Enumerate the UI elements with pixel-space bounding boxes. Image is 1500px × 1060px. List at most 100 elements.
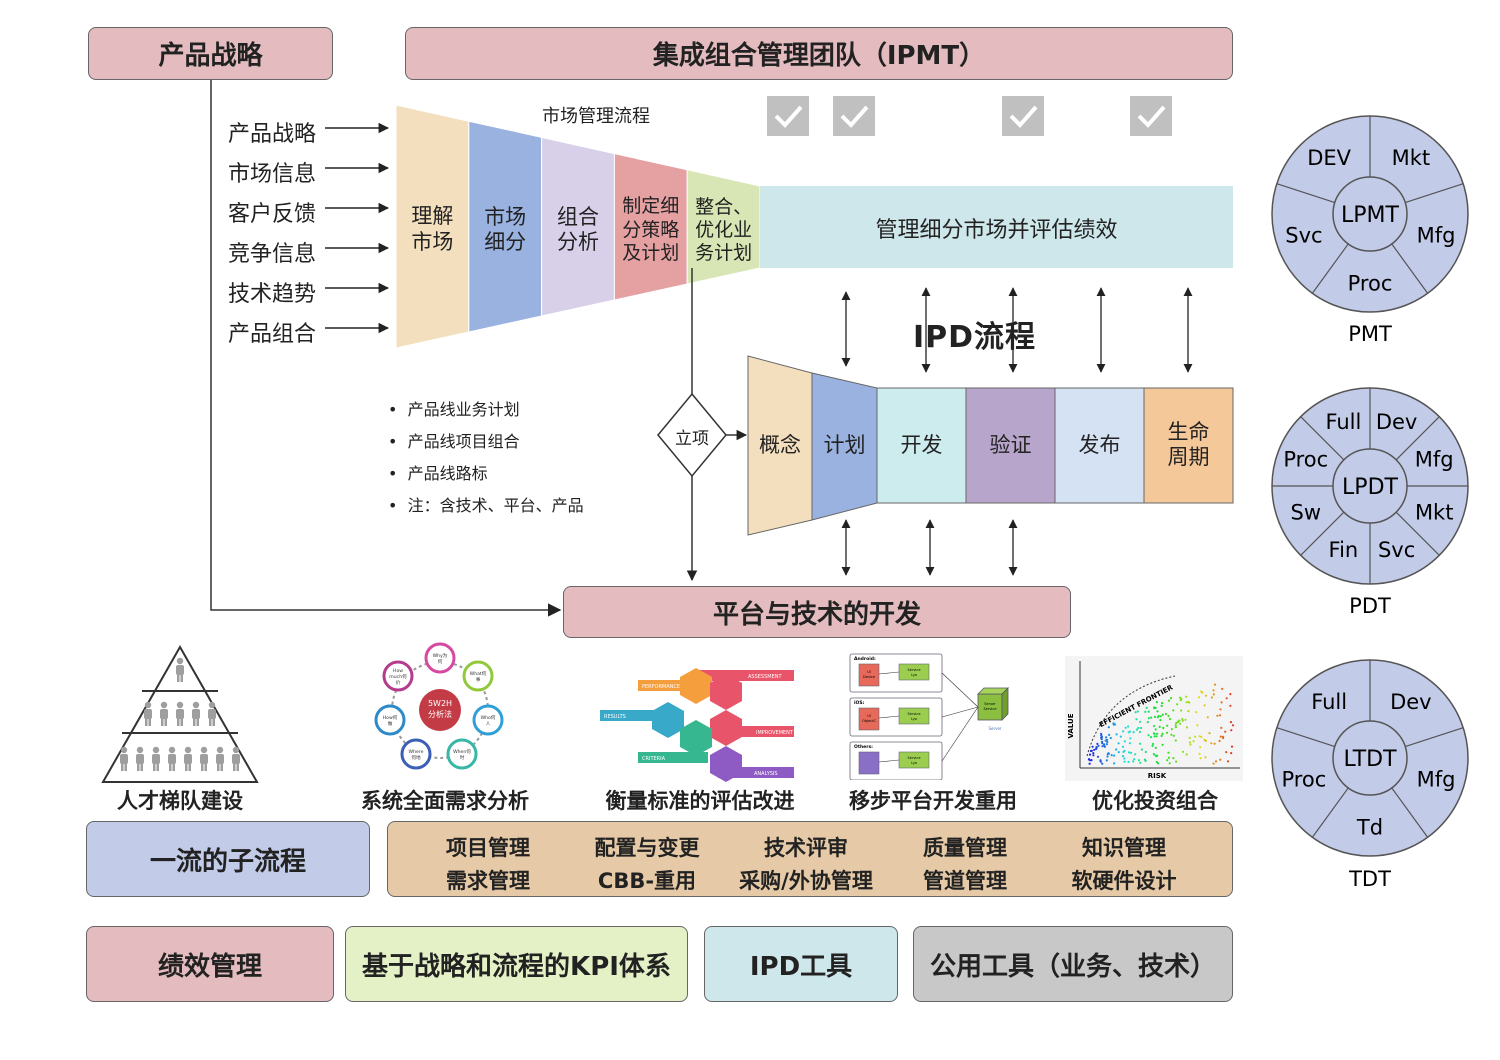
team-segment-label: Proc — [1283, 447, 1328, 471]
decision-diamond — [657, 392, 727, 478]
service-text: Service — [908, 668, 921, 672]
frontier-xlabel: RISK — [1148, 772, 1167, 780]
ipd-stage-6 — [1143, 387, 1234, 504]
w5h2-node-text: 价 — [396, 680, 401, 686]
decision-label: 立项 — [675, 429, 709, 449]
w5h2-node-text: 人 — [486, 721, 491, 727]
w5h2-node-text: Who何 — [481, 714, 496, 721]
subprocess-item: 知识管理 — [1082, 836, 1166, 860]
team-segment-label: Full — [1325, 410, 1361, 434]
gate-check-icon — [1002, 96, 1044, 136]
platform-group-name: iOS: — [854, 700, 865, 706]
w5h2-node-text: When何 — [453, 748, 471, 755]
talent-pyramid-icon — [101, 645, 259, 783]
strategy-to-platform-connector — [210, 80, 562, 617]
w5h2-node-text: 事 — [476, 676, 481, 683]
w5h2-node — [472, 704, 504, 736]
platform-box-text: UI — [867, 714, 871, 718]
gate-check-icon — [833, 96, 875, 136]
service-text: Lyo — [911, 717, 917, 721]
team-name-label: PMT — [1348, 322, 1392, 346]
subprocess-item: 采购/外协管理 — [739, 869, 873, 893]
market-stage-label: 理解市场 — [411, 204, 454, 255]
ipd-stage-label: 发布 — [1078, 433, 1121, 457]
side-label: Server — [988, 726, 1001, 731]
kpi-system-box: 基于战略和流程的KPI体系 — [345, 926, 688, 1002]
platform-group-name: Android: — [854, 656, 876, 662]
team-segment-label: Proc — [1348, 272, 1393, 296]
caption-evaluation: 衡量标准的评估改进 — [605, 789, 795, 813]
subprocess-item: 管道管理 — [923, 869, 1007, 893]
team-segment-label: Mfg — [1417, 767, 1456, 791]
subprocess-item: 配置与变更 — [594, 836, 700, 860]
manage-segment-bar — [760, 186, 1233, 268]
product-strategy-box: 产品战略 — [88, 27, 333, 80]
ipd-title: IPD流程 — [913, 320, 1037, 355]
w5h2-node-text: 做 — [388, 720, 393, 727]
core-l2: Service — [984, 707, 997, 711]
w5h2-center-l2: 分析法 — [428, 709, 452, 719]
core-l1: Server — [984, 702, 996, 706]
evaluation-hexagon-icon: PERFORMANCEASSESSMENTRESULTSIMPROVEMENTC… — [600, 668, 794, 782]
team-segment-label: Mkt — [1392, 146, 1431, 170]
hex-label: ANALYSIS — [754, 771, 778, 777]
w5h2-node-text: 何 — [438, 658, 443, 665]
subprocess-item: 技术评审 — [764, 836, 848, 860]
input-label: 市场信息 — [228, 162, 317, 187]
gate-check-icon — [767, 96, 809, 136]
team-segment-label: Svc — [1378, 538, 1415, 562]
bullet-item: • 产品线业务计划 — [388, 400, 520, 419]
subprocess-items-box — [387, 821, 1233, 897]
hex-label: RESULTS — [604, 714, 626, 720]
ipd-stage-label: 概念 — [759, 433, 801, 457]
ipd-stage-label: 验证 — [989, 433, 1032, 457]
hex-label: CRITERIA — [642, 756, 666, 762]
subprocess-item: 需求管理 — [446, 869, 530, 893]
caption-platform-reuse: 移步平台开发重用 — [849, 789, 1017, 813]
bullet-item: • 注：含技术、平台、产品 — [388, 496, 584, 515]
team-segment-label: Td — [1356, 816, 1383, 840]
team-segment-label: Mfg — [1417, 223, 1456, 247]
w5h2-node-text: 时 — [460, 754, 465, 761]
input-label: 产品组合 — [228, 322, 317, 347]
w5h2-node-text: Where — [409, 749, 424, 755]
w5h2-node — [462, 660, 494, 692]
ipd-tools-box: IPD工具 — [704, 926, 898, 1002]
team-segment-label: Dev — [1376, 410, 1418, 434]
service-text: Service — [908, 756, 921, 760]
subprocess-item: CBB-重用 — [597, 869, 697, 893]
service-text: Lyo — [911, 761, 917, 765]
w5h2-node — [400, 738, 432, 770]
ipd-stage-label: 开发 — [900, 433, 943, 457]
gate-check-icon — [1130, 96, 1172, 136]
platform-box-text: ObjectC — [862, 719, 876, 723]
caption-requirements: 系统全面需求分析 — [361, 789, 529, 813]
team-segment-label: Fin — [1329, 538, 1359, 562]
platform-box-text: UI — [867, 670, 871, 674]
market-stage-label: 组合分析 — [556, 204, 599, 255]
platform-development-box: 平台与技术的开发 — [563, 586, 1071, 638]
w5h2-center-l1: 5W2H — [428, 699, 452, 708]
team-segment-label: Proc — [1281, 767, 1326, 791]
team-name-label: TDT — [1348, 867, 1391, 891]
ipmt-box: 集成组合管理团队（IPMT） — [405, 27, 1233, 80]
manage-bar-label: 管理细分市场并评估绩效 — [875, 218, 1118, 243]
team-segment-label: Svc — [1285, 223, 1322, 247]
platform-box-text: Device — [863, 675, 875, 679]
market-stage-label: 整合、优化业务计划 — [695, 195, 753, 264]
hex-label: PERFORMANCE — [642, 684, 680, 690]
market-stage-label: 市场细分 — [484, 204, 527, 255]
market-stage-label: 制定细分策略及计划 — [622, 195, 680, 264]
common-tools-box: 公用工具（业务、技术） — [913, 926, 1233, 1002]
platform-reuse-diagram-icon: Android:UIDeviceServiceLyoiOS:UIObjectCS… — [849, 653, 1009, 780]
subprocess-item: 质量管理 — [923, 836, 1007, 860]
team-segment-label: DEV — [1307, 146, 1351, 170]
team-segment-label: Mkt — [1415, 501, 1454, 525]
bullet-item: • 产品线项目组合 — [388, 432, 520, 451]
caption-portfolio: 优化投资组合 — [1092, 789, 1218, 813]
team-segment-label: Sw — [1291, 501, 1322, 525]
w5h2-node-text: What何 — [470, 670, 487, 677]
